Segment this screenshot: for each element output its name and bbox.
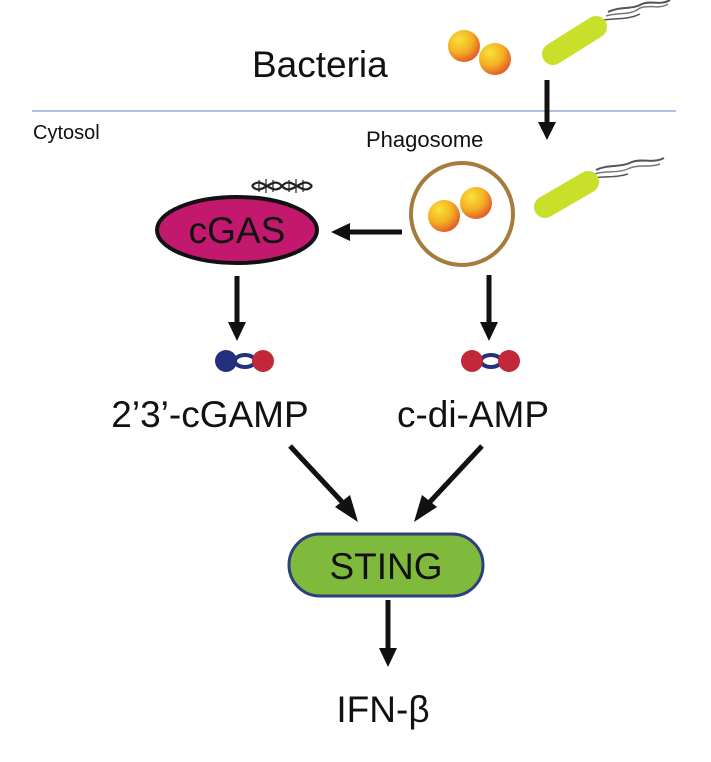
cgas-to-cgamp-arrow xyxy=(228,276,246,341)
cgamp-to-sting-arrow xyxy=(288,444,358,522)
phagosome-to-cdiamp-arrow xyxy=(480,275,498,341)
cdiamp-label: c-di-AMP xyxy=(397,394,549,435)
cdiamp-to-sting-arrow xyxy=(414,444,484,522)
phagosome-to-cgas-arrow xyxy=(331,223,402,241)
sting-label: STING xyxy=(329,546,442,587)
bacteria-label: Bacteria xyxy=(252,44,388,85)
rod-bacterium-icon xyxy=(542,0,671,65)
dinucleotide-icon xyxy=(215,350,274,372)
phagosome-label: Phagosome xyxy=(366,127,483,152)
ifn-beta-label: IFN-β xyxy=(336,689,429,730)
phagosome xyxy=(409,161,515,267)
cgas-label: cGAS xyxy=(189,210,286,251)
dna-icon xyxy=(251,179,313,193)
sting-protein xyxy=(287,532,485,598)
uptake-arrow xyxy=(538,80,556,140)
cytosol-label: Cytosol xyxy=(33,122,100,144)
rod-bacterium-icon xyxy=(534,157,665,218)
cgamp-label: 2’3’-cGAMP xyxy=(111,394,308,435)
coccus-bacteria-icon xyxy=(448,30,511,75)
dinucleotide-icon xyxy=(461,350,520,372)
sting-to-ifn-arrow xyxy=(379,600,397,667)
cgas-enzyme xyxy=(155,195,319,265)
